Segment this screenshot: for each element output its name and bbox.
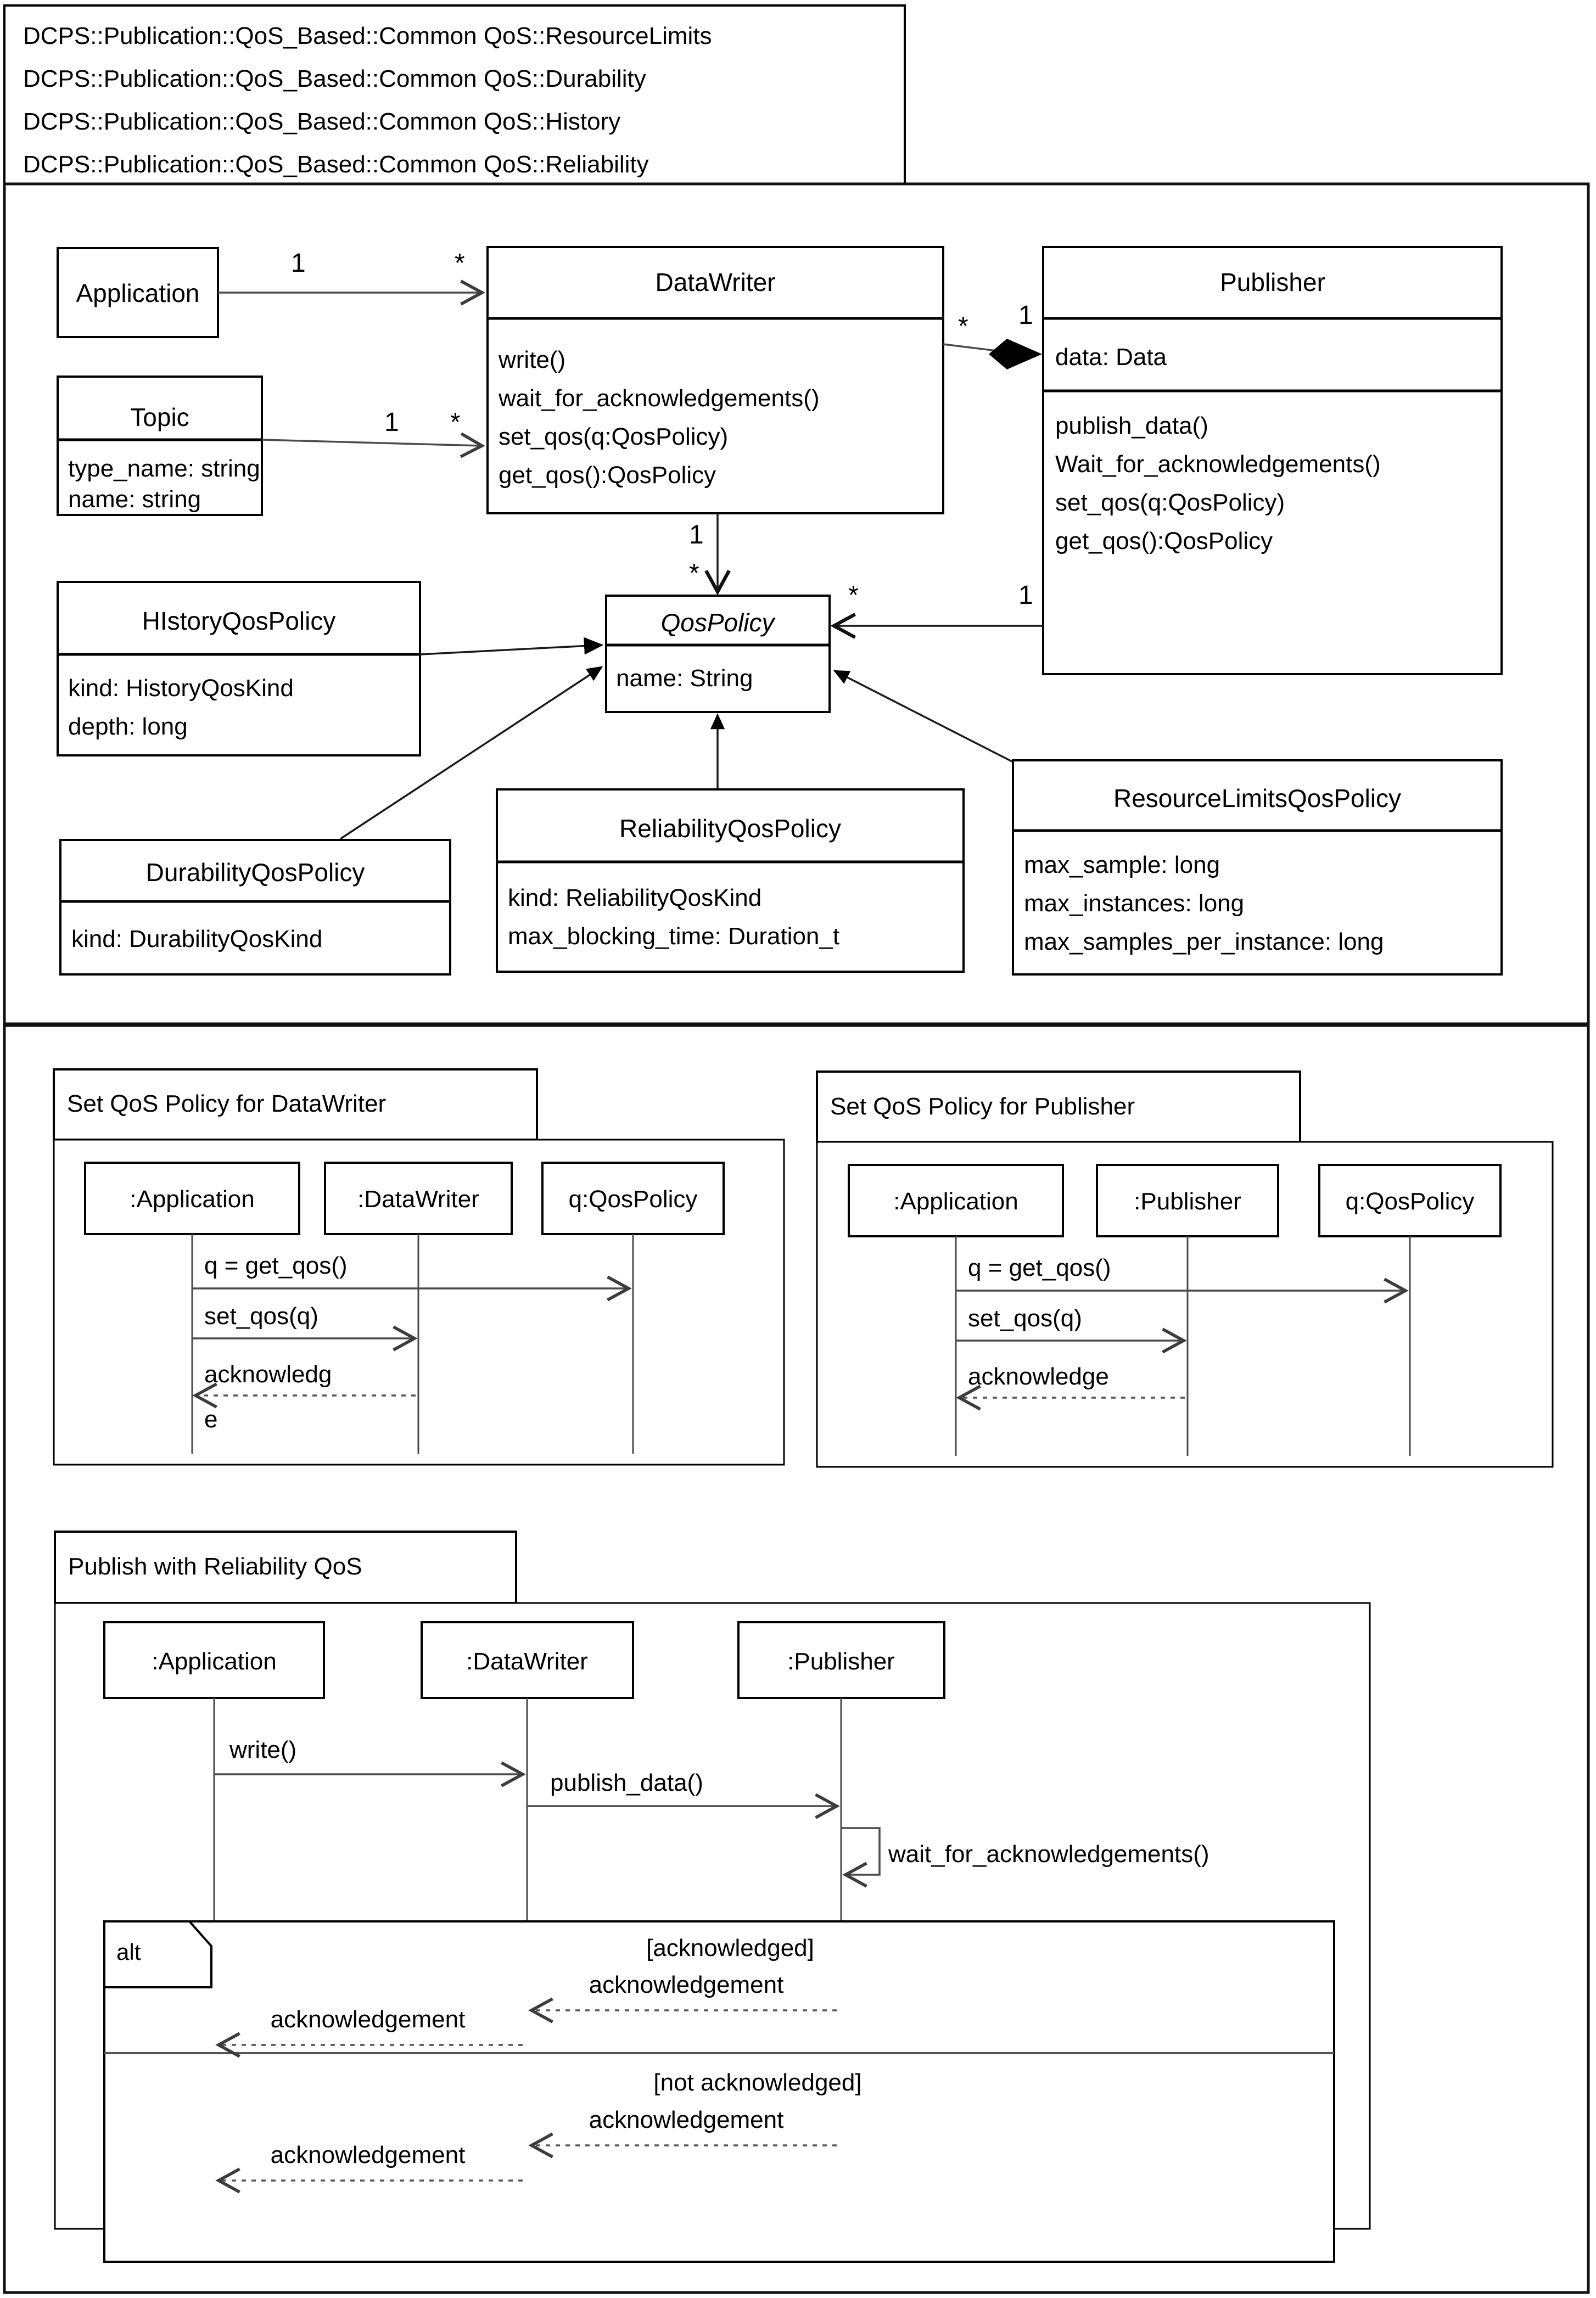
mult-qos-pub-source: * — [848, 581, 859, 610]
sd-datawriter-lifeline-2: q:QosPolicy — [569, 1186, 698, 1213]
alt-s1-msg-1-label: acknowledgement — [271, 2142, 466, 2168]
class-durabilityqospolicy-attr-0: kind: DurabilityQosKind — [71, 926, 322, 952]
namespace-header-box: DCPS::Publication::QoS_Based::Common QoS… — [3, 4, 906, 185]
class-datawriter: DataWriter write() wait_for_acknowledgem… — [486, 246, 944, 514]
sd-set-qos-datawriter: Set QoS Policy for DataWriter :Applicati… — [53, 1068, 785, 1466]
class-reliabilityqospolicy: ReliabilityQosPolicy kind: ReliabilityQo… — [496, 788, 965, 973]
sd-publisher-lifeline-2: q:QosPolicy — [1346, 1188, 1475, 1215]
sd-datawriter-msg-2-line1: acknowledg — [204, 1361, 332, 1388]
alt-operator-label: alt — [116, 1939, 141, 1965]
sd-set-qos-publisher: Set QoS Policy for Publisher :Applicatio… — [816, 1070, 1554, 1468]
sd-publish-self-message: wait_for_acknowledgements() — [841, 1827, 1209, 1888]
class-resourcelimitsqospolicy-name: ResourceLimitsQosPolicy — [1113, 784, 1401, 812]
alt-s0-msg-0-label: acknowledgement — [589, 1971, 784, 1998]
class-reliabilityqospolicy-name: ReliabilityQosPolicy — [619, 814, 841, 843]
class-publisher: Publisher data: Data publish_data() Wait… — [1042, 246, 1503, 675]
class-datawriter-name: DataWriter — [656, 268, 776, 296]
class-resourcelimits-attr-1: max_instances: long — [1024, 890, 1244, 917]
class-publisher-op-2: set_qos(q:QosPolicy) — [1055, 489, 1285, 516]
class-publisher-op-3: get_qos():QosPolicy — [1055, 528, 1273, 554]
sd-publisher-msg-0: q = get_qos() — [968, 1254, 1111, 1281]
mult-qos-pub-target: 1 — [1018, 581, 1033, 610]
generalization-resourcelimits-qospolicy — [833, 670, 1013, 763]
sd-publish-lifeline-2: :Publisher — [787, 1648, 895, 1675]
mult-application-source: 1 — [291, 249, 306, 278]
class-application-name: Application — [76, 279, 199, 307]
mult-datawriter-qos-target: * — [689, 559, 699, 588]
sd-datawriter-title: Set QoS Policy for DataWriter — [67, 1090, 386, 1117]
mult-datawriter-pub-target: 1 — [1018, 301, 1033, 330]
alt-guard-1: [not acknowledged] — [653, 2069, 861, 2096]
sd-publish-msg-2: wait_for_acknowledgements() — [888, 1841, 1209, 1868]
sequence-diagrams-frame — [3, 1024, 1590, 2294]
class-publisher-attr-0: data: Data — [1055, 344, 1167, 371]
sd-publish-lifeline-0: :Application — [152, 1648, 276, 1675]
class-topic-attr-0: type_name: string — [68, 455, 260, 482]
sd-datawriter-lifeline-1: :DataWriter — [357, 1186, 479, 1213]
alt-fragment: alt [acknowledged] acknowledgement ackno… — [103, 1920, 1335, 2263]
class-resourcelimits-attr-0: max_sample: long — [1024, 851, 1220, 878]
class-historyqospolicy-name: HIstoryQosPolicy — [142, 607, 336, 635]
mult-topic-source: 1 — [384, 408, 399, 437]
class-qospolicy-name: QosPolicy — [660, 608, 776, 637]
assoc-topic-datawriter: 1 * — [261, 408, 485, 458]
assoc-datawriter-publisher: * 1 — [943, 301, 1042, 369]
class-topic-name: Topic — [130, 403, 189, 431]
class-qospolicy: QosPolicy name: String — [605, 595, 831, 713]
sd-datawriter-msg-2-line2: e — [204, 1406, 217, 1433]
sd-publisher-title: Set QoS Policy for Publisher — [830, 1093, 1135, 1120]
class-topic-attr-1: name: string — [68, 486, 201, 513]
sd-datawriter-lifeline-0: :Application — [130, 1186, 254, 1213]
class-datawriter-op-2: set_qos(q:QosPolicy) — [499, 423, 728, 450]
class-reliabilityqospolicy-attr-1: max_blocking_time: Duration_t — [508, 923, 839, 950]
sd-publisher-lifeline-0: :Application — [893, 1188, 1018, 1215]
sd-publish-msg-0: write() — [229, 1736, 296, 1763]
class-publisher-name: Publisher — [1220, 268, 1325, 296]
aggregation-diamond — [989, 339, 1042, 369]
assoc-application-datawriter: 1 * — [218, 249, 485, 306]
class-resourcelimits-attr-2: max_samples_per_instance: long — [1024, 928, 1384, 955]
class-datawriter-op-3: get_qos():QosPolicy — [499, 462, 716, 489]
sd-datawriter-msg-1: set_qos(q) — [204, 1303, 318, 1330]
mult-datawriter-qos-source: 1 — [689, 520, 704, 550]
class-application: Application — [57, 247, 219, 338]
class-reliabilityqospolicy-attr-0: kind: ReliabilityQosKind — [508, 884, 761, 911]
namespace-line-3: DCPS::Publication::QoS_Based::Common QoS… — [23, 108, 620, 135]
class-historyqospolicy-attr-0: kind: HistoryQosKind — [68, 675, 294, 702]
class-datawriter-op-1: wait_for_acknowledgements() — [498, 385, 820, 412]
sd-publish-lifeline-1: :DataWriter — [466, 1648, 588, 1675]
namespace-line-2: DCPS::Publication::QoS_Based::Common QoS… — [23, 65, 646, 92]
class-publisher-op-0: publish_data() — [1055, 412, 1208, 439]
class-resourcelimitsqospolicy: ResourceLimitsQosPolicy max_sample: long… — [1012, 759, 1503, 976]
class-qospolicy-attr-0: name: String — [616, 665, 753, 692]
mult-topic-target: * — [450, 408, 461, 437]
class-durabilityqospolicy-name: DurabilityQosPolicy — [146, 858, 365, 887]
class-historyqospolicy-attr-1: depth: long — [68, 713, 188, 740]
class-datawriter-op-0: write() — [498, 346, 565, 373]
mult-application-target: * — [455, 249, 465, 278]
sd-publish-msg-1: publish_data() — [550, 1769, 703, 1796]
generalization-history-qospolicy — [419, 637, 604, 655]
class-diagram-frame — [3, 182, 1590, 1025]
class-durabilityqospolicy: DurabilityQosPolicy kind: DurabilityQosK… — [59, 839, 451, 976]
alt-s1-msg-0-label: acknowledgement — [589, 2106, 784, 2133]
sd-publisher-lifeline-1: :Publisher — [1134, 1188, 1241, 1215]
class-historyqospolicy: HIstoryQosPolicy kind: HistoryQosKind de… — [57, 581, 421, 756]
sd-datawriter-msg-0: q = get_qos() — [204, 1252, 348, 1279]
generalization-durability-qospolicy — [340, 666, 603, 840]
class-publisher-op-1: Wait_for_acknowledgements() — [1055, 451, 1381, 478]
sd-publisher-msg-2: acknowledge — [968, 1363, 1109, 1390]
sd-publisher-msg-1: set_qos(q) — [968, 1305, 1082, 1332]
assoc-qospolicy-publisher: * 1 — [830, 581, 1043, 639]
assoc-datawriter-qospolicy: 1 * — [689, 513, 731, 596]
sd-publish-title: Publish with Reliability QoS — [68, 1553, 362, 1580]
namespace-line-4: DCPS::Publication::QoS_Based::Common QoS… — [23, 151, 649, 178]
namespace-line-1: DCPS::Publication::QoS_Based::Common QoS… — [23, 23, 712, 49]
alt-s0-msg-1-label: acknowledgement — [271, 2006, 466, 2033]
class-topic: Topic type_name: string name: string — [57, 375, 263, 516]
sd-publish-reliability: Publish with Reliability QoS :Applicatio… — [54, 1531, 1371, 2263]
alt-guard-0: [acknowledged] — [646, 1935, 814, 1961]
mult-datawriter-pub-source: * — [958, 312, 968, 341]
